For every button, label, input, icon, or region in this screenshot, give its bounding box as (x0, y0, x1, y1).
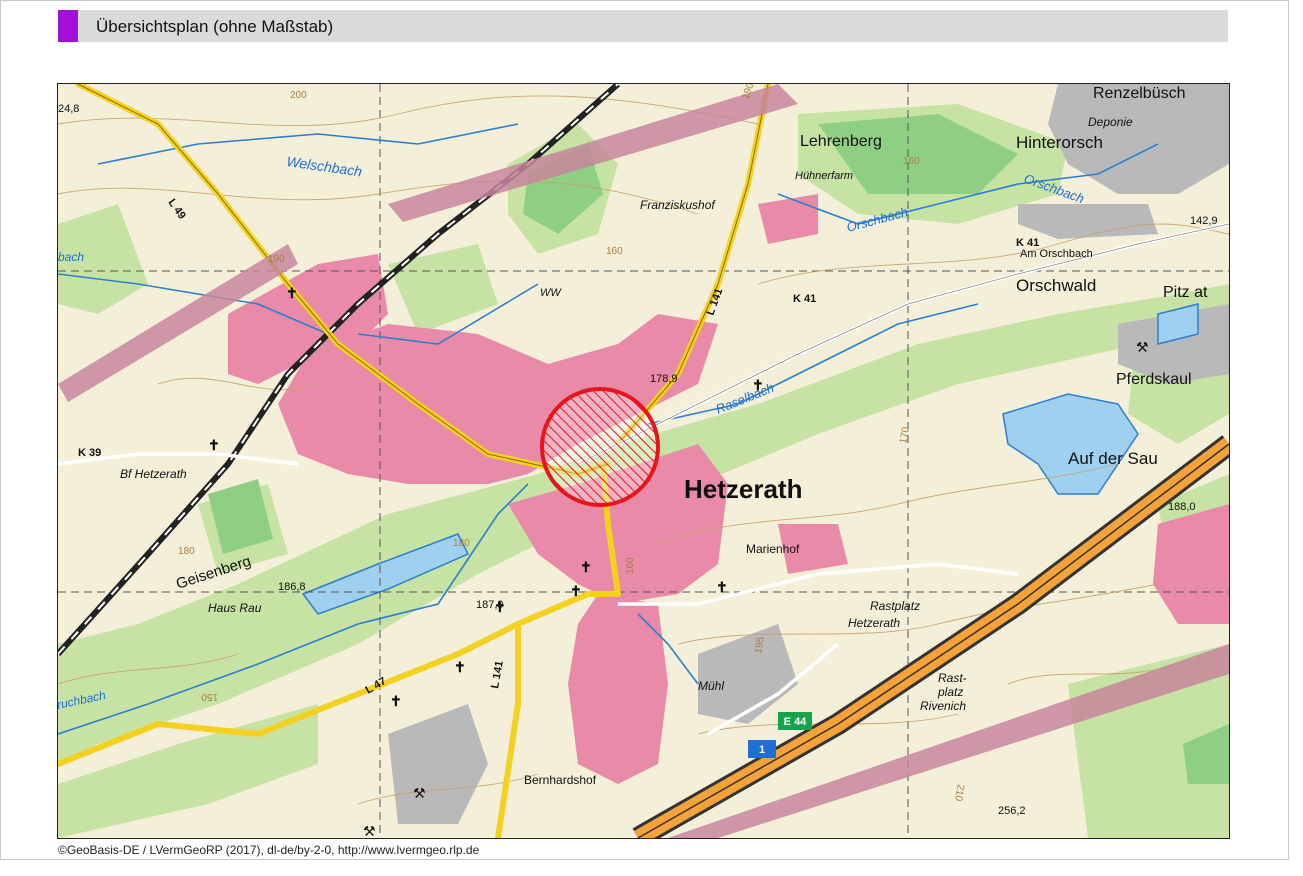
streams (58, 123, 1159, 735)
label-rast-2: platz (937, 685, 963, 699)
contour-label-160b: 160 (903, 156, 920, 167)
contour-label-195: 195 (753, 636, 767, 655)
cross-icon: ✝ (286, 285, 298, 301)
cross-icon: ✝ (570, 583, 582, 599)
contour-label-210: 210 (952, 783, 966, 802)
height-2562: 256,2 (998, 805, 1026, 817)
label-pferdskaul: Pferdskaul (1116, 371, 1192, 388)
height-1429: 142,9 (1190, 215, 1218, 227)
header-bar (58, 10, 1228, 42)
mine-symbols: ⚒ ⚒ ⚒ (363, 339, 1149, 838)
e44-label: E 44 (784, 716, 808, 728)
label-bach: bach (58, 250, 84, 264)
page-title: Übersichtsplan (ohne Maßstab) (96, 17, 334, 36)
label-muehle: Mühl (698, 679, 724, 693)
height-1868: 186,8 (278, 581, 306, 593)
cross-icon: ✝ (580, 559, 592, 575)
height-248: 24,8 (58, 103, 79, 115)
label-auf-der-sau: Auf der Sau (1068, 449, 1158, 468)
label-marienhof: Marienhof (746, 542, 800, 556)
cross-icon: ✝ (208, 437, 220, 453)
mine-icon: ⚒ (363, 823, 376, 838)
cross-icon: ✝ (716, 579, 728, 595)
label-rast-3: Rivenich (920, 699, 966, 713)
header-accent-marker (58, 10, 78, 42)
label-hinterorsch: Hinterorsch (1016, 133, 1103, 152)
cross-icon: ✝ (752, 377, 764, 393)
height-1879: 187,9 (476, 599, 504, 611)
autobahn-e44 (632, 435, 1229, 838)
contour-label-180b: 180 (453, 538, 470, 549)
copyright-credit: ©GeoBasis-DE / LVermGeoRP (2017), dl-de/… (58, 843, 480, 857)
site-marker-circle[interactable] (540, 387, 660, 507)
water-bodies (301, 303, 1199, 615)
e44-shield: E 44 (778, 712, 812, 730)
contour-label-150: 150 (201, 691, 218, 702)
contour-label-180a: 180 (178, 546, 195, 557)
label-haus-rau: Haus Rau (208, 601, 262, 615)
mine-icon: ⚒ (413, 785, 426, 801)
label-huehnerfarm: Hühnerfarm (795, 170, 853, 182)
cross-icon: ✝ (454, 659, 466, 675)
label-hetzerath: Hetzerath (684, 474, 802, 504)
label-rastplatz-2: Hetzerath (848, 616, 900, 630)
map-canvas: E 44 1 L 49 L 141 L 141 L 47 K 39 K 41 K… (58, 84, 1229, 838)
contour-label-160c: 160 (625, 557, 636, 574)
label-bf-hetzerath: Bf Hetzerath (120, 467, 187, 481)
road-label-l141-south: L 141 (489, 660, 506, 690)
label-rastplatz-1: Rastplatz (870, 599, 920, 613)
road-label-k41-east: K 41 (1016, 237, 1039, 249)
a1-shield: 1 (748, 740, 776, 758)
minor-roads-outline (577, 223, 1229, 465)
contour-label-160a: 160 (606, 246, 623, 257)
label-pitzat: Pitz at (1163, 284, 1208, 301)
label-orschwald: Orschwald (1016, 276, 1096, 295)
height-1789: 178,9 (650, 373, 678, 385)
chapel-symbols: ✝ ✝ ✝ ✝ ✝ ✝ ✝ ✝ ✝ (208, 285, 764, 709)
settlement-areas (228, 194, 1229, 784)
label-ww: WW (540, 287, 562, 299)
label-renzelbusch: Renzelbüsch (1093, 85, 1186, 102)
topographic-map[interactable]: E 44 1 L 49 L 141 L 141 L 47 K 39 K 41 K… (57, 83, 1230, 839)
a1-label: 1 (759, 744, 765, 756)
height-1880: 188,0 (1168, 501, 1196, 513)
label-am-orschbach: Am Orschbach (1020, 248, 1093, 260)
label-franziskushof: Franziskushof (640, 198, 716, 212)
road-label-k41-west: K 41 (793, 293, 816, 305)
page-frame (0, 0, 1289, 860)
label-bernhardshof: Bernhardshof (524, 773, 597, 787)
contour-label-200: 200 (290, 90, 307, 101)
cross-icon: ✝ (494, 599, 506, 615)
industrial-areas (388, 84, 1229, 824)
label-lehrenberg: Lehrenberg (800, 133, 882, 150)
label-rast-1: Rast- (938, 671, 967, 685)
contour-label-190a: 190 (268, 254, 285, 265)
redaction-bands (58, 84, 1229, 838)
site-marker[interactable] (540, 387, 660, 507)
contour-label-170: 170 (898, 426, 912, 445)
road-label-k39: K 39 (78, 447, 101, 459)
cross-icon: ✝ (390, 693, 402, 709)
label-deponie: Deponie (1088, 115, 1133, 129)
mine-icon: ⚒ (1136, 339, 1149, 355)
